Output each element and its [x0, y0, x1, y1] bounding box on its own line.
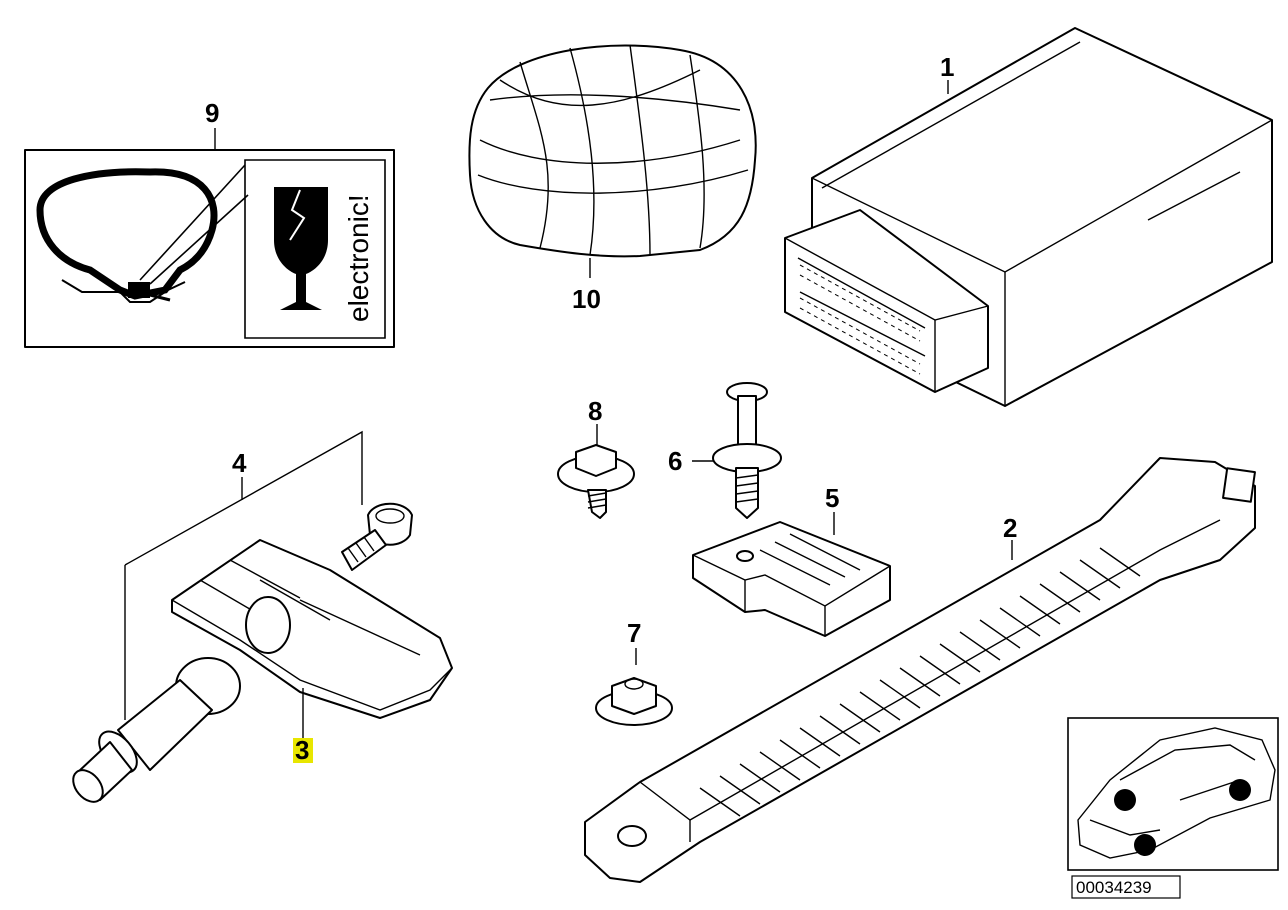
wheel-marker-rear [1229, 779, 1251, 801]
callout-7: 7 [627, 618, 641, 648]
part-2-strap[interactable]: 2 [584, 457, 1256, 883]
part-5-holder[interactable]: 5 [692, 483, 891, 637]
label-card-text: electronic! [343, 194, 374, 322]
wheel-marker-front-left [1114, 789, 1136, 811]
callout-3: 3 [295, 735, 309, 765]
callout-6: 6 [668, 446, 682, 476]
car-locator-icon [1077, 727, 1276, 859]
part-10-cover[interactable]: 10 [468, 44, 757, 314]
callout-5: 5 [825, 483, 839, 513]
part-9-warning-label[interactable]: electronic! 9 [24, 98, 395, 348]
car-locator-inset: 00034239 [1067, 717, 1279, 899]
callout-10: 10 [572, 284, 601, 314]
callout-3-highlight [293, 738, 313, 763]
valve [72, 657, 241, 803]
callout-4: 4 [232, 448, 247, 478]
tire-cross-section-icon [36, 164, 249, 303]
part-1-control-unit[interactable]: 1 [784, 27, 1273, 407]
part-3-pressure-sensor[interactable]: 3 [171, 539, 453, 765]
part-6-rivet[interactable]: 6 [668, 382, 782, 519]
wheel-marker-front-right [1134, 834, 1156, 856]
callout-2: 2 [1003, 513, 1017, 543]
callout-8: 8 [588, 396, 602, 426]
strap-ribs [699, 547, 1141, 817]
part-7-flange-nut[interactable]: 7 [595, 618, 673, 726]
screw [341, 502, 413, 571]
reference-number: 00034239 [1076, 878, 1152, 897]
part-8-hex-bolt[interactable]: 8 [557, 396, 635, 519]
callout-1: 1 [940, 52, 954, 82]
fragile-glass-icon [274, 187, 328, 310]
part-4-screw-set[interactable]: 4 [67, 430, 413, 808]
callout-9: 9 [205, 98, 219, 128]
